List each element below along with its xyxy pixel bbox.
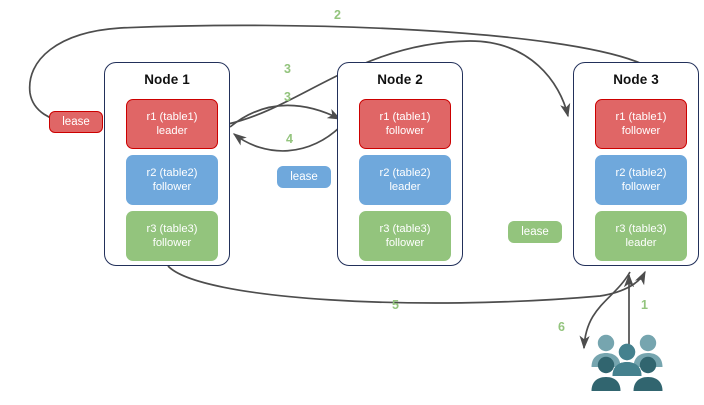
edge-label-5: 5 — [392, 298, 399, 312]
node-3-replica-r3[interactable]: r3 (table3) leader — [595, 211, 687, 261]
node-1-replica-r2[interactable]: r2 (table2) follower — [126, 155, 218, 205]
node-2-replica-r1-line2: follower — [385, 125, 425, 137]
node-2-replica-r2-line1: r2 (table2) — [379, 167, 431, 179]
node-2-replica-r1[interactable]: r1 (table1) follower — [359, 99, 451, 149]
edge-label-2: 2 — [334, 8, 341, 22]
edge-label-6: 6 — [558, 320, 565, 334]
node-1-replica-r1-line1: r1 (table1) — [146, 111, 198, 123]
node-1-replica-r2-line1: r2 (table2) — [146, 167, 198, 179]
node-3-replica-r3-line1: r3 (table3) — [615, 223, 667, 235]
node-3-box[interactable]: Node 3 r1 (table1) follower r2 (table2) … — [573, 62, 699, 266]
node-2-replica-r3-line2: follower — [385, 237, 425, 249]
users-front-row — [591, 343, 663, 391]
node-2-replica-r2-line2: leader — [389, 181, 421, 193]
node-2-replica-r1-line1: r1 (table1) — [379, 111, 431, 123]
node-1-replica-r3-line2: follower — [152, 237, 192, 249]
lease-table1-badge[interactable]: lease — [49, 111, 103, 133]
node-2-title: Node 2 — [377, 72, 423, 87]
node-1-replica-r2-line2: follower — [152, 181, 192, 193]
edge-label-3-upper: 3 — [284, 62, 291, 76]
edge-3-lower-path — [229, 104, 342, 128]
node-2-replica-r3-line1: r3 (table3) — [379, 223, 431, 235]
node-1-replica-r3[interactable]: r3 (table3) follower — [126, 211, 218, 261]
node-3-replica-r1[interactable]: r1 (table1) follower — [595, 99, 687, 149]
node-3-replica-r2-line1: r2 (table2) — [615, 167, 667, 179]
edge-label-3-lower: 3 — [284, 90, 291, 104]
node-3-title: Node 3 — [613, 72, 659, 87]
node-1-replica-r3-line1: r3 (table3) — [146, 223, 198, 235]
edge-5-path — [167, 265, 646, 304]
node-3-replica-r2-line2: follower — [621, 181, 661, 193]
node-2-replica-r2[interactable]: r2 (table2) leader — [359, 155, 451, 205]
edge-label-1: 1 — [641, 298, 648, 312]
node-1-title: Node 1 — [144, 72, 190, 87]
node-3-replica-r2[interactable]: r2 (table2) follower — [595, 155, 687, 205]
node-1-box[interactable]: Node 1 r1 (table1) leader r2 (table2) fo… — [104, 62, 230, 266]
lease-table2-badge[interactable]: lease — [277, 166, 331, 188]
node-3-replica-r1-line2: follower — [621, 125, 661, 137]
node-1-replica-r1-line2: leader — [156, 125, 188, 137]
users-group-icon — [591, 334, 663, 391]
node-3-replica-r1-line1: r1 (table1) — [615, 111, 667, 123]
node-1-replica-r1[interactable]: r1 (table1) leader — [126, 99, 218, 149]
node-2-box[interactable]: Node 2 r1 (table1) follower r2 (table2) … — [337, 62, 463, 266]
lease-table3-badge[interactable]: lease — [508, 221, 562, 243]
node-3-replica-r3-line2: leader — [625, 237, 657, 249]
node-2-replica-r3[interactable]: r3 (table3) follower — [359, 211, 451, 261]
edge-label-4: 4 — [286, 132, 293, 146]
